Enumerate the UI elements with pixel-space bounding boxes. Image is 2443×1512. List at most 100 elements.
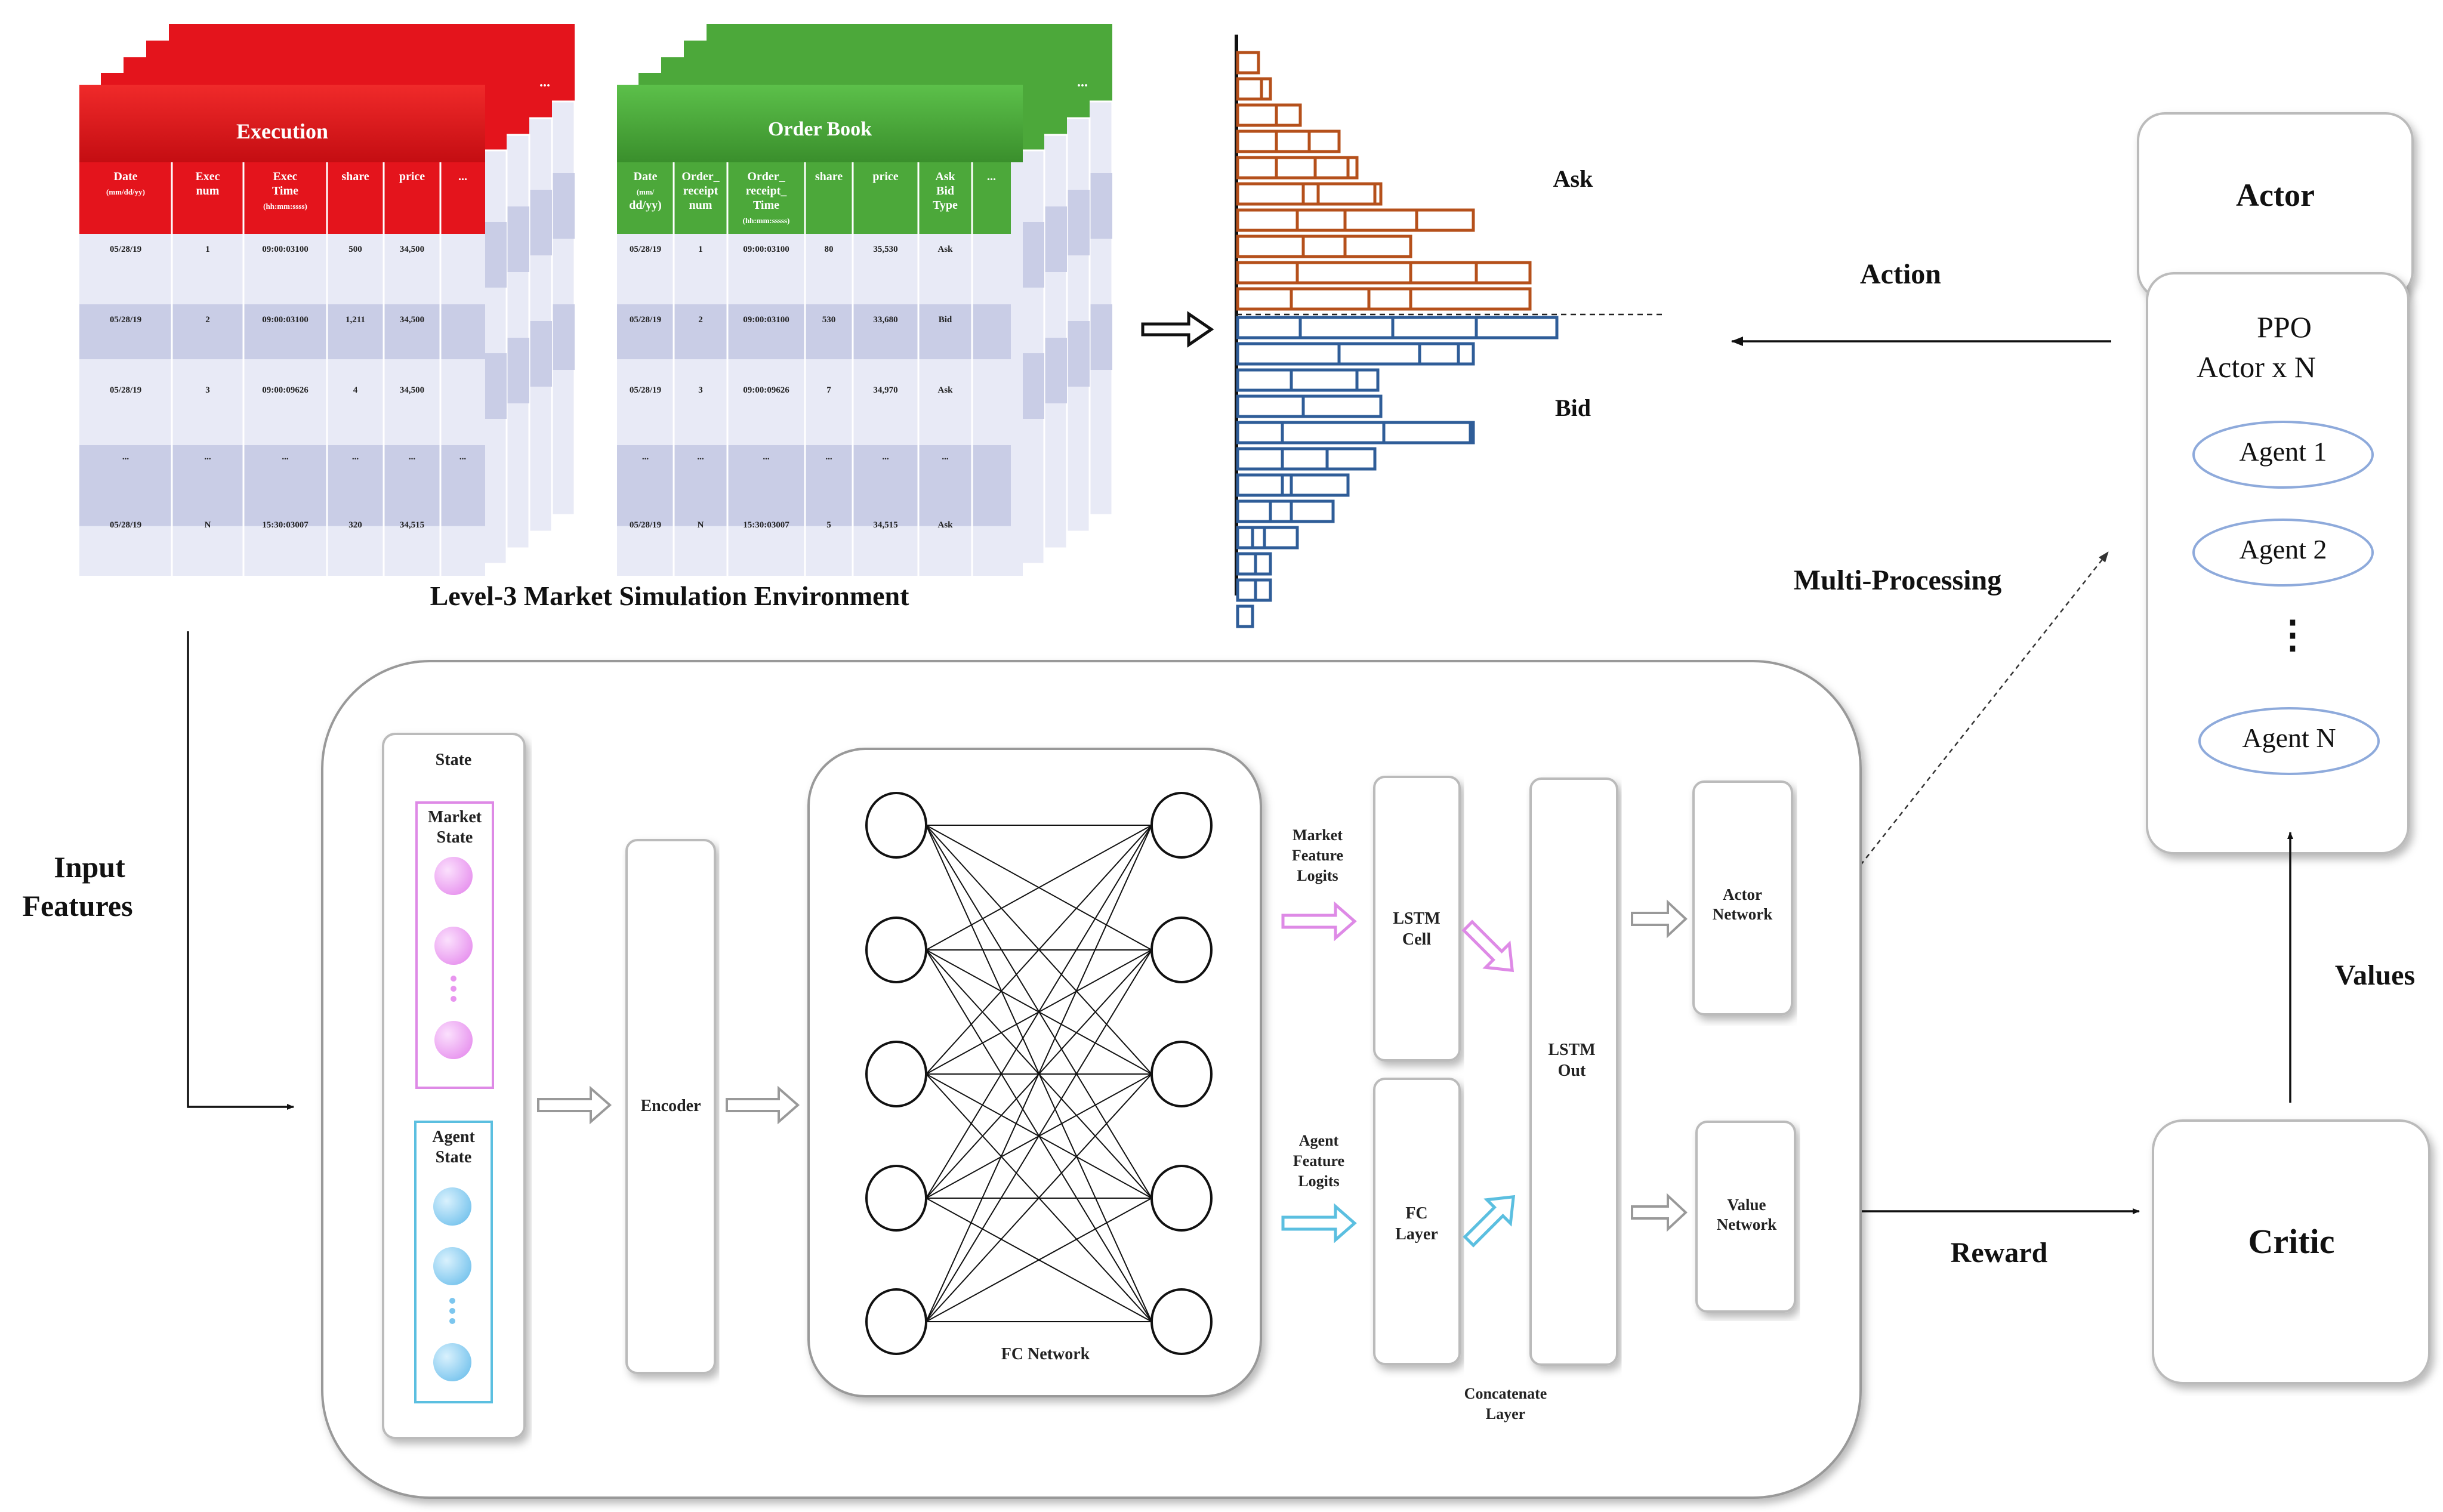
table-cell: 530 xyxy=(822,315,836,325)
table-cell: 09:00:03100 xyxy=(262,315,309,325)
agent-state-node xyxy=(433,1247,471,1285)
bid-bar-segment xyxy=(1469,421,1475,445)
table-header-cell: price xyxy=(872,170,898,183)
table-cell: 80 xyxy=(825,245,834,254)
table-cell: 09:00:09626 xyxy=(262,385,309,395)
ask-bar-segment xyxy=(1275,156,1317,180)
ask-bar-segment xyxy=(1236,77,1263,101)
value-network-label-2: Network xyxy=(1717,1215,1776,1233)
bid-bar-segment xyxy=(1418,342,1460,366)
table-cell: ... xyxy=(642,452,649,462)
ask-label: Ask xyxy=(1553,165,1593,192)
concat-label-1: Concatenate xyxy=(1464,1385,1547,1402)
market-logits-label-3: Logits xyxy=(1297,867,1338,884)
table-cell: 09:00:03100 xyxy=(743,245,789,254)
fc-input-node xyxy=(865,1165,927,1232)
table-cell: 500 xyxy=(348,245,362,254)
table-header-cell: Bid xyxy=(936,184,954,198)
actor-network-label-1: Actor xyxy=(1723,885,1762,903)
fc-edge xyxy=(926,825,1152,951)
agent-state-dot xyxy=(449,1298,455,1304)
state-title: State xyxy=(436,751,472,769)
market-state-node xyxy=(434,1021,473,1059)
table-cell: 34,500 xyxy=(400,385,424,395)
agent-state-label-2: State xyxy=(436,1148,472,1167)
table-cell: 34,500 xyxy=(400,315,424,325)
bid-bar-segment xyxy=(1337,342,1421,366)
encoder-to-fc-arrow xyxy=(726,1085,800,1125)
table-cell: 2 xyxy=(205,315,210,325)
bid-bar-segment xyxy=(1290,368,1359,392)
fc-output-node xyxy=(1150,1165,1213,1232)
bid-bar-segment xyxy=(1290,473,1350,497)
market-state-dot xyxy=(451,986,456,992)
ask-bar-segment xyxy=(1236,208,1299,232)
ask-bar-segment xyxy=(1367,287,1412,311)
ask-bar-segment xyxy=(1260,77,1272,101)
agents-ellipsis: ⋮ xyxy=(2274,613,2312,656)
bid-bar-segment xyxy=(1475,316,1559,340)
table-cell: 4 xyxy=(353,385,358,395)
bid-bar-segment xyxy=(1281,421,1386,445)
bid-bar-segment xyxy=(1236,394,1305,418)
fc-layer-label-2: Layer xyxy=(1395,1225,1438,1243)
table-cell: 320 xyxy=(348,520,362,530)
table-cell: 05/28/19 xyxy=(630,385,661,395)
table-cell: ... xyxy=(697,452,704,462)
encoder-label: Encoder xyxy=(640,1097,701,1115)
ask-bar-segment xyxy=(1236,287,1293,311)
actor-network-label-2: Network xyxy=(1713,905,1772,923)
table-cell: 1,211 xyxy=(346,315,365,325)
table-cell: 15:30:03007 xyxy=(743,520,789,530)
ppo-actor-count: Actor x N xyxy=(2197,350,2316,384)
table-cell: 1 xyxy=(698,245,703,254)
ask-bar-segment xyxy=(1409,261,1478,285)
table-cell: 15:30:03007 xyxy=(262,520,309,530)
fc-edge xyxy=(926,1198,1152,1322)
bid-bar-segment xyxy=(1236,316,1302,340)
table-cell: 05/28/19 xyxy=(110,245,141,254)
fc-edge xyxy=(926,949,1152,1322)
market-state-dot xyxy=(451,976,456,982)
input-features-label-line1: Input xyxy=(54,850,125,884)
agent-1-label: Agent 1 xyxy=(2240,436,2327,467)
table-cell: ... xyxy=(825,452,832,462)
table-header-cell: (hh:mm:sssss) xyxy=(743,216,790,225)
ask-bar-segment xyxy=(1295,261,1412,285)
values-label: Values xyxy=(2335,959,2415,991)
fc-layer-box: FC Layer xyxy=(1373,1078,1461,1365)
ask-bar-segment xyxy=(1236,156,1278,180)
fc-edge xyxy=(926,825,1152,1322)
table-cell: N xyxy=(205,520,211,530)
agent-logits-arrow xyxy=(1281,1203,1357,1243)
table-header-row xyxy=(79,162,485,234)
actor-title: Actor xyxy=(2236,177,2315,213)
table-cell: Ask xyxy=(937,245,953,254)
ask-bar-segment xyxy=(1275,129,1311,153)
ask-bar-segment xyxy=(1275,103,1302,127)
bid-bar-segment xyxy=(1298,316,1395,340)
table-header-cell: Ask xyxy=(935,170,955,183)
table-band xyxy=(617,487,1011,526)
fc-output-node xyxy=(1150,792,1213,859)
ppo-label: PPO xyxy=(2257,310,2312,344)
fc-edge xyxy=(926,1073,1152,1322)
ask-bar-segment xyxy=(1415,208,1475,232)
bid-bar-segment xyxy=(1236,552,1257,576)
agent-state-label-1: Agent xyxy=(432,1128,475,1146)
agent-1: Agent 1 xyxy=(2192,421,2374,489)
table-cell: Bid xyxy=(939,315,952,325)
actor-box: Actor xyxy=(2137,112,2414,300)
concat-label-2: Layer xyxy=(1486,1405,1525,1422)
state-panel: State Market State Agent State xyxy=(382,733,526,1439)
lstm-out-label-1: LSTM xyxy=(1548,1041,1595,1059)
table-cell: 05/28/19 xyxy=(110,385,141,395)
table-cell: ... xyxy=(942,452,949,462)
input-features-arrow xyxy=(187,631,294,1110)
ask-bar-segment xyxy=(1236,261,1299,285)
table-header-cell: Exec xyxy=(195,170,220,183)
bid-bar-segment xyxy=(1391,316,1478,340)
table-header-cell: ... xyxy=(987,170,996,183)
bid-bar-segment xyxy=(1236,526,1254,550)
ask-bar-segment xyxy=(1313,156,1350,180)
